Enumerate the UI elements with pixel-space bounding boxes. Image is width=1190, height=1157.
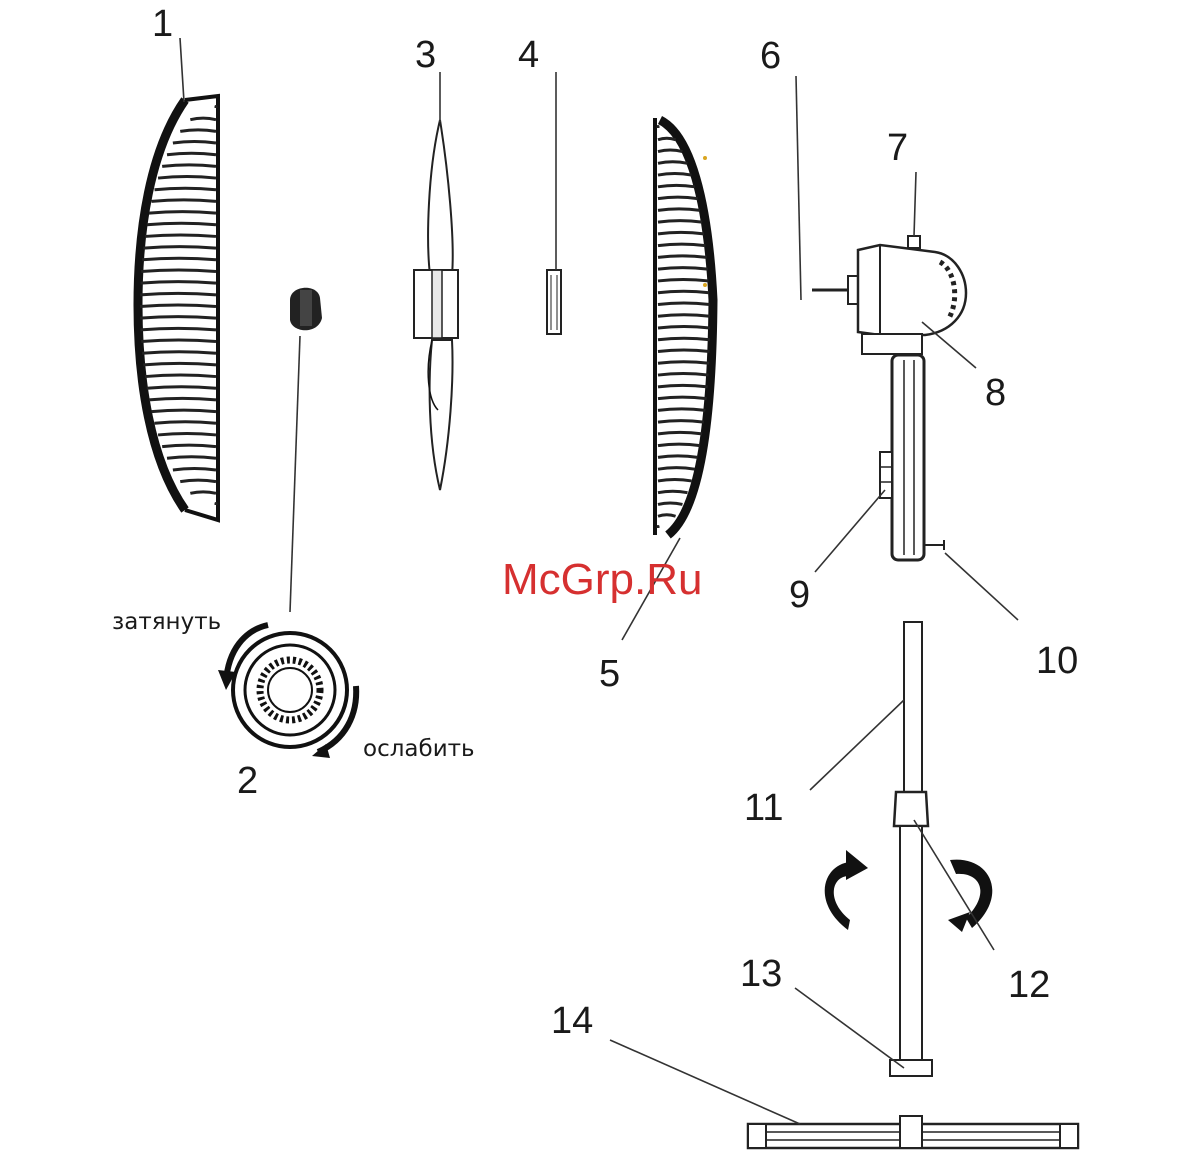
grille-rib <box>158 177 216 179</box>
label-13: 13 <box>740 953 782 995</box>
grille-rib <box>658 350 710 352</box>
grille-rib <box>173 142 216 144</box>
grille-rib <box>658 409 705 411</box>
grille-rib <box>658 374 709 376</box>
grille-rib <box>152 200 216 202</box>
label-3: 3 <box>415 34 436 76</box>
grille-rib <box>658 185 695 187</box>
grille-rib <box>658 515 676 517</box>
label-4: 4 <box>518 34 539 76</box>
grille-rib <box>658 279 709 281</box>
label-14: 14 <box>551 1000 593 1042</box>
grille-rib <box>658 268 708 270</box>
grille-rib <box>155 422 216 424</box>
grille-rib <box>152 410 216 412</box>
motor-housing <box>812 236 966 354</box>
grille-rib <box>141 340 216 342</box>
label-12: 12 <box>1008 964 1050 1006</box>
grille-rib <box>167 153 216 155</box>
grille-rib <box>658 444 700 446</box>
grille-rib <box>658 432 702 434</box>
front-grille <box>655 118 713 535</box>
grille-rib <box>658 162 687 164</box>
grille-rib <box>140 293 216 295</box>
grille-rib <box>190 118 216 120</box>
grille-rib <box>658 209 700 211</box>
spinner-cap <box>290 288 322 331</box>
grille-rib <box>140 305 216 307</box>
grille-rib <box>140 317 216 319</box>
grille-rib <box>167 457 216 459</box>
oscillation-knob <box>908 236 920 248</box>
grille-rib <box>658 256 707 258</box>
grille-rib <box>190 492 216 494</box>
grille-rib <box>658 197 698 199</box>
grille-rib <box>162 165 216 167</box>
grille-rib <box>658 244 705 246</box>
grille-rib <box>658 221 702 223</box>
label-11: 11 <box>744 787 783 829</box>
label-5: 5 <box>599 653 620 695</box>
grille-rib <box>173 468 216 470</box>
grille-rib <box>180 130 216 132</box>
grille-rib <box>141 270 216 272</box>
label-10: 10 <box>1036 640 1078 682</box>
grille-rib <box>158 433 216 435</box>
grille-rib <box>142 258 216 260</box>
label-1: 1 <box>152 3 173 45</box>
grille-rib <box>658 479 692 481</box>
grille-rib <box>141 282 216 284</box>
grille-rib <box>149 398 216 400</box>
rear-grille <box>138 96 218 520</box>
grille-rib <box>658 456 698 458</box>
grille-rib <box>145 375 216 377</box>
fan-blade <box>414 120 458 490</box>
label-8: 8 <box>985 372 1006 414</box>
grille-rib <box>658 385 708 387</box>
grille-rib <box>658 397 707 399</box>
control-box <box>880 355 944 560</box>
loosen-caption: ослабить <box>363 736 475 762</box>
grille-rib <box>658 150 682 152</box>
label-7: 7 <box>887 127 908 169</box>
grille-rib <box>142 352 216 354</box>
grille-rib <box>658 468 695 470</box>
tighten-caption: затянуть <box>112 609 221 635</box>
grille-rib <box>658 303 710 305</box>
grille-rib <box>658 291 709 293</box>
grille-rib <box>658 503 682 505</box>
grille-rib <box>141 328 216 330</box>
grille-rib <box>155 188 216 190</box>
grille-rib <box>143 363 216 365</box>
label-9: 9 <box>789 574 810 616</box>
grille-rib <box>658 138 676 140</box>
grille-rib <box>658 327 710 329</box>
grille-rib <box>658 338 710 340</box>
grille-rib <box>658 174 692 176</box>
grille-rib <box>149 212 216 214</box>
grille-rib <box>147 223 216 225</box>
grille-rib <box>180 480 216 482</box>
label-6: 6 <box>760 35 781 77</box>
grille-rib <box>145 235 216 237</box>
grille-rib <box>143 247 216 249</box>
grille-rib <box>658 362 709 364</box>
grille-rib <box>658 491 687 493</box>
spinner-cap-detail <box>218 625 356 758</box>
grille-rib <box>147 387 216 389</box>
grille-rib <box>658 421 704 423</box>
grille-rib <box>658 315 710 317</box>
grille-rib <box>162 445 216 447</box>
stand <box>748 622 1078 1148</box>
label-2: 2 <box>237 760 258 802</box>
watermark: McGrp.Ru <box>502 555 702 604</box>
grille-rib <box>658 232 704 234</box>
locking-nut <box>547 270 561 334</box>
